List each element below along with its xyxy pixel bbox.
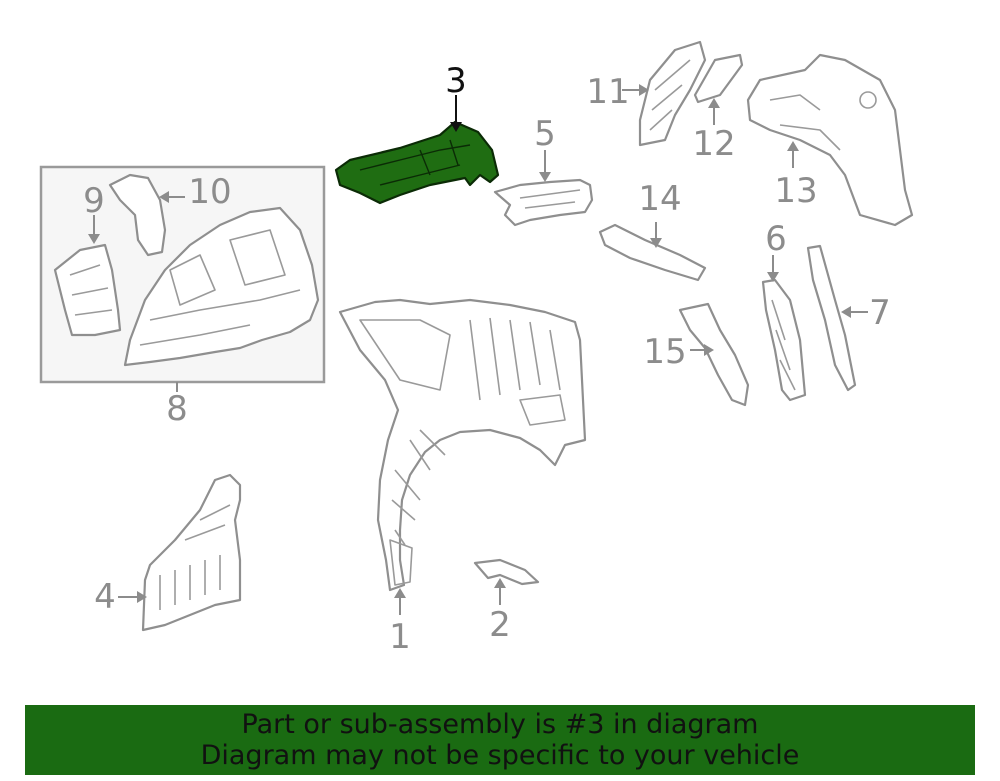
part-12-plate[interactable] (693, 53, 744, 104)
callout-9: 9 (83, 181, 105, 221)
callout-15: 15 (643, 332, 686, 372)
banner-line-2: Diagram may not be specific to your vehi… (200, 740, 800, 771)
part-13-quarter-inner[interactable] (746, 53, 914, 227)
part-1-inner-quarter-panel[interactable] (338, 298, 587, 592)
part-15-bracket[interactable] (678, 302, 750, 407)
callout-4: 4 (94, 577, 116, 617)
callout-8: 8 (166, 389, 188, 429)
callout-5: 5 (534, 114, 556, 154)
info-banner: Part or sub-assembly is #3 in diagram Di… (25, 705, 975, 775)
callout-11: 11 (586, 72, 629, 112)
callout-2: 2 (489, 605, 511, 645)
callout-13: 13 (774, 171, 817, 211)
part-3-highlighted-panel[interactable] (334, 120, 500, 205)
callout-14: 14 (638, 179, 681, 219)
banner-line-1: Part or sub-assembly is #3 in diagram (241, 709, 759, 740)
leader-lines (88, 84, 868, 615)
part-14-rail[interactable] (598, 223, 707, 282)
parts-diagram: 1 2 3 4 5 6 7 8 9 10 11 12 13 14 15 (39, 40, 914, 657)
part-5-bracket[interactable] (493, 178, 594, 227)
callout-3: 3 (445, 61, 467, 101)
callout-1: 1 (389, 617, 411, 657)
callout-10: 10 (188, 172, 231, 212)
part-2-bracket[interactable] (473, 558, 540, 586)
part-7-strip[interactable] (806, 244, 857, 392)
part-10-bracket[interactable] (108, 173, 167, 257)
part-9-panel[interactable] (53, 243, 122, 337)
callout-labels: 1 2 3 4 5 6 7 8 9 10 11 12 13 14 15 (83, 61, 891, 657)
part-6-pillar[interactable] (761, 278, 807, 402)
callout-7: 7 (869, 293, 891, 333)
callout-6: 6 (765, 219, 787, 259)
callout-12: 12 (692, 124, 735, 164)
part-11-reinforcement[interactable] (638, 40, 707, 147)
part-8-wheelhouse-assembly[interactable] (123, 206, 320, 367)
part-4-lower-panel[interactable] (141, 473, 242, 632)
